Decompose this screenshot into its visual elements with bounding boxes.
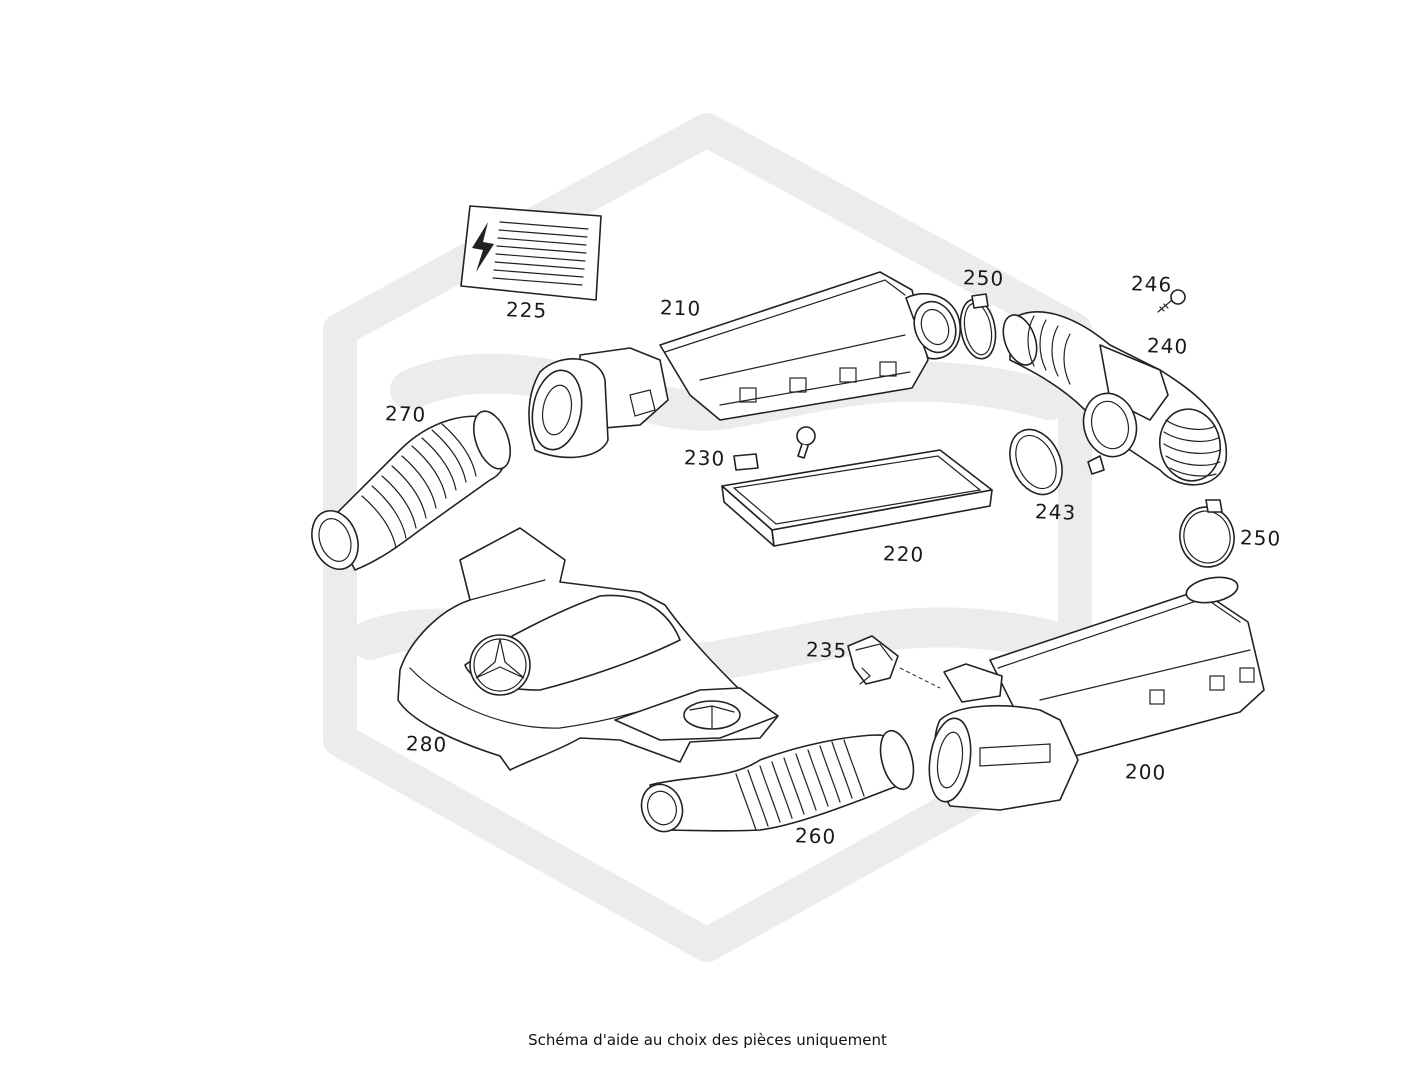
part-230-clip[interactable] [733, 453, 759, 471]
part-label-250-upper[interactable]: 250 [962, 265, 1005, 291]
part-250-hose-clamp-lower[interactable] [1175, 499, 1239, 571]
part-label-235[interactable]: 235 [805, 637, 848, 663]
part-label-250-lower[interactable]: 250 [1239, 525, 1282, 551]
part-label-225[interactable]: 225 [505, 297, 548, 323]
part-250-hose-clamp-upper[interactable] [956, 293, 1000, 361]
part-label-230[interactable]: 230 [683, 445, 726, 471]
part-280-engine-cover[interactable] [397, 527, 779, 771]
diagram-caption: Schéma d'aide au choix des pièces unique… [528, 1031, 887, 1049]
part-label-240[interactable]: 240 [1146, 333, 1189, 359]
part-270-corrugated-hose[interactable] [304, 406, 517, 575]
part-label-280[interactable]: 280 [405, 731, 448, 757]
part-label-243[interactable]: 243 [1034, 499, 1077, 525]
part-260-corrugated-hose[interactable] [635, 727, 919, 837]
part-220-air-filter-element[interactable] [721, 449, 993, 547]
part-label-210[interactable]: 210 [659, 295, 702, 321]
part-label-220[interactable]: 220 [882, 541, 925, 567]
part-label-200[interactable]: 200 [1124, 759, 1167, 785]
part-210-air-filter-housing-upper[interactable] [526, 271, 962, 459]
part-label-270[interactable]: 270 [384, 401, 427, 427]
part-label-260[interactable]: 260 [794, 823, 837, 849]
part-200-air-filter-housing-lower[interactable] [924, 574, 1265, 811]
part-230-screw[interactable] [796, 426, 816, 459]
part-243-seal-ring[interactable] [1000, 421, 1072, 503]
part-225-warning-label[interactable] [460, 205, 602, 301]
part-240-intake-duct[interactable] [997, 310, 1228, 486]
part-label-246[interactable]: 246 [1130, 271, 1173, 297]
part-246-screw[interactable] [1157, 289, 1186, 313]
part-235-bracket[interactable] [847, 635, 941, 689]
